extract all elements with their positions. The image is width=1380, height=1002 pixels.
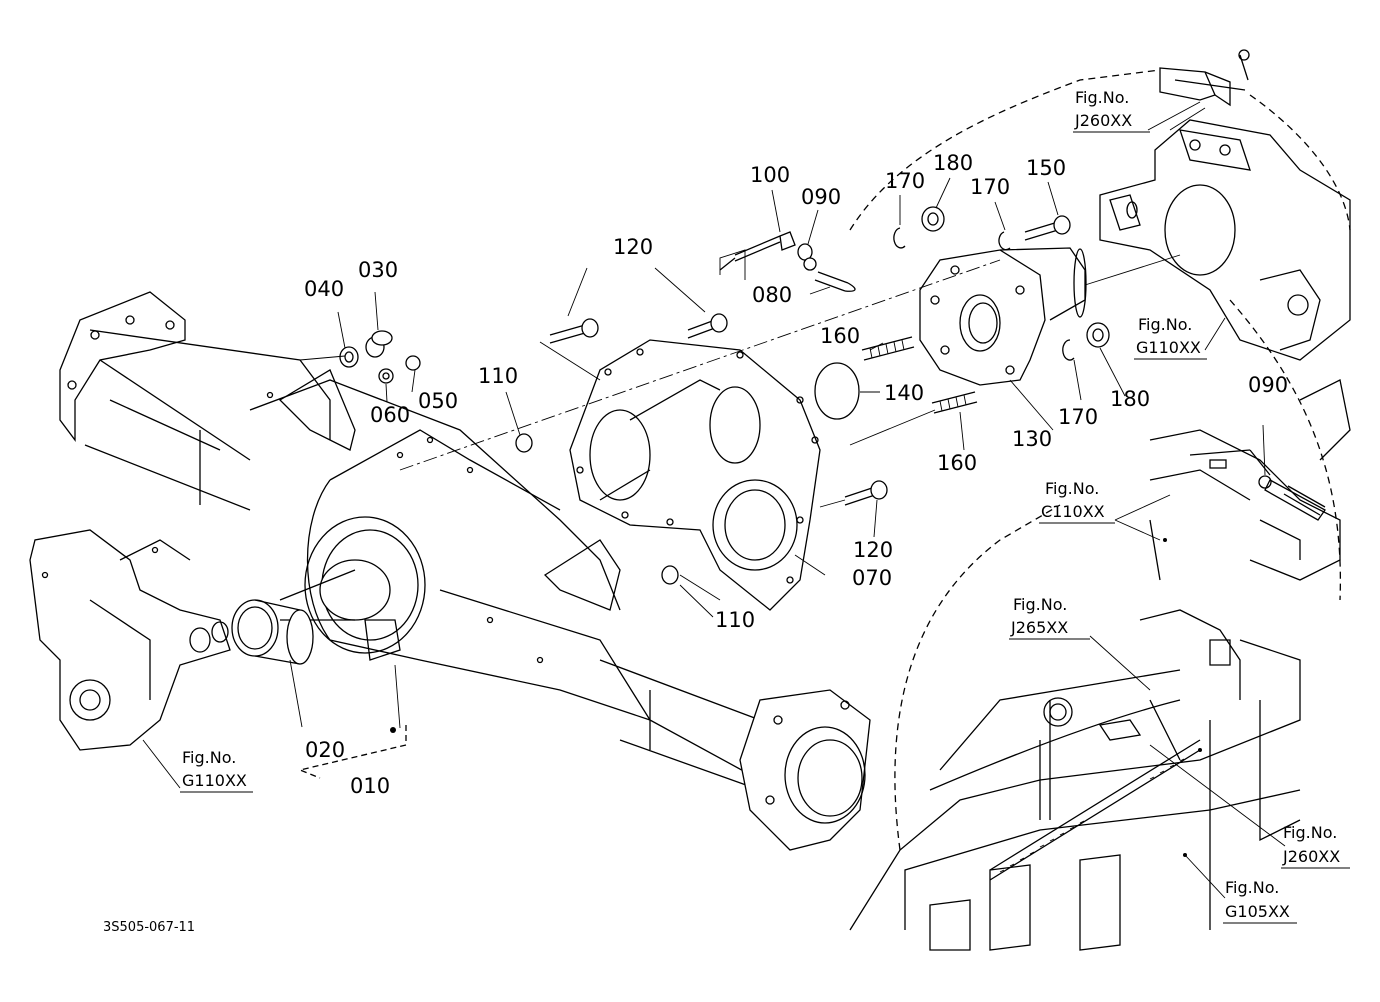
part-label-080: 080	[752, 283, 792, 307]
bolt-150	[1024, 215, 1071, 241]
tractor-detail-view	[849, 69, 1351, 951]
part-label-090-top: 090	[801, 185, 841, 209]
part-label-030: 030	[358, 258, 398, 282]
fig-ref-j265xx: Fig.No. J265XX	[1009, 595, 1090, 640]
part-label-170-left: 170	[885, 169, 925, 193]
hose-080	[814, 271, 849, 292]
part-label-110-bottom: 110	[715, 608, 755, 632]
part-label-160-bottom: 160	[937, 451, 977, 475]
part-label-070: 070	[852, 566, 892, 590]
leader-lines	[142, 101, 1286, 899]
svg-text:G110XX: G110XX	[182, 771, 247, 790]
svg-text:G105XX: G105XX	[1225, 902, 1290, 921]
fig-ref-g110xx-right: Fig.No. G110XX	[1134, 315, 1207, 360]
bolt-120-right	[687, 313, 728, 339]
fig-refs: Fig.No. J260XX Fig.No. G110XX Fig.No. C1…	[180, 88, 1350, 924]
bearing-180-b	[1086, 322, 1110, 348]
part-label-160-top: 160	[820, 324, 860, 348]
small-parts	[339, 206, 1326, 585]
part-label-170-bottom: 170	[1058, 405, 1098, 429]
fig-ref-g110xx-left: Fig.No. G110XX	[180, 748, 253, 793]
part-label-050: 050	[418, 389, 458, 413]
part-label-170-mid: 170	[970, 175, 1010, 199]
svg-text:Fig.No.: Fig.No.	[1283, 823, 1337, 842]
bushing-020	[231, 599, 314, 665]
o-ring-140	[814, 362, 860, 420]
part-label-060: 060	[370, 403, 410, 427]
svg-text:G110XX: G110XX	[1136, 338, 1201, 357]
cover-130	[919, 247, 1087, 386]
svg-text:Fig.No.: Fig.No.	[1075, 88, 1129, 107]
fig-ref-j260xx-top: Fig.No. J260XX	[1073, 88, 1150, 133]
part-label-020: 020	[305, 738, 345, 762]
part-label-040: 040	[304, 277, 344, 301]
right-knuckle	[1099, 49, 1351, 361]
part-label-090-right: 090	[1248, 373, 1288, 397]
part-label-130: 130	[1012, 427, 1052, 451]
part-labels: 010 020 030 040 050 060 070 080 090 090 …	[304, 151, 1288, 798]
fig-ref-g105xx: Fig.No. G105XX	[1223, 878, 1297, 924]
fig-ref-j260xx-bottom: Fig.No. J260XX	[1281, 823, 1350, 869]
gear-case-070	[569, 339, 821, 611]
part-label-010: 010	[350, 774, 390, 798]
svg-text:J265XX: J265XX	[1010, 618, 1068, 637]
svg-text:J260XX: J260XX	[1282, 847, 1340, 866]
part-label-140: 140	[884, 381, 924, 405]
dowel-110-bottom	[661, 565, 679, 585]
part-label-180-bottom: 180	[1110, 387, 1150, 411]
left-knuckle	[29, 529, 231, 751]
fig-ref-c110xx: Fig.No. C110XX	[1039, 479, 1115, 524]
svg-text:Fig.No.: Fig.No.	[1138, 315, 1192, 334]
svg-text:J260XX: J260XX	[1074, 111, 1132, 130]
plug-030	[365, 330, 393, 358]
pipe-100	[719, 231, 796, 271]
part-label-120-top: 120	[613, 235, 653, 259]
part-label-110-top: 110	[478, 364, 518, 388]
snap-ring-170-c	[1062, 339, 1075, 361]
drawing-code: 3S505-067-11	[103, 920, 195, 935]
svg-text:Fig.No.: Fig.No.	[1013, 595, 1067, 614]
bearing-180-a	[921, 206, 945, 232]
svg-text:Fig.No.: Fig.No.	[1045, 479, 1099, 498]
plug-050	[405, 355, 421, 371]
svg-text:Fig.No.: Fig.No.	[1225, 878, 1279, 897]
stud-160-upper	[861, 336, 915, 361]
svg-text:Fig.No.: Fig.No.	[182, 748, 236, 767]
snap-ring-170-b	[998, 231, 1011, 251]
part-label-100: 100	[750, 163, 790, 187]
part-label-150: 150	[1026, 156, 1066, 180]
washer-040	[339, 346, 359, 368]
bolt-120-lower	[844, 480, 888, 506]
stud-160-lower	[931, 391, 978, 414]
dowel-110-top	[515, 433, 533, 453]
part-label-180-top: 180	[933, 151, 973, 175]
snap-ring-170-a	[893, 227, 906, 249]
part-label-120-bottom: 120	[853, 538, 893, 562]
bolt-120-left	[549, 318, 599, 344]
axle-housing	[59, 291, 871, 851]
svg-text:C110XX: C110XX	[1041, 502, 1105, 521]
washer-060	[378, 368, 394, 384]
